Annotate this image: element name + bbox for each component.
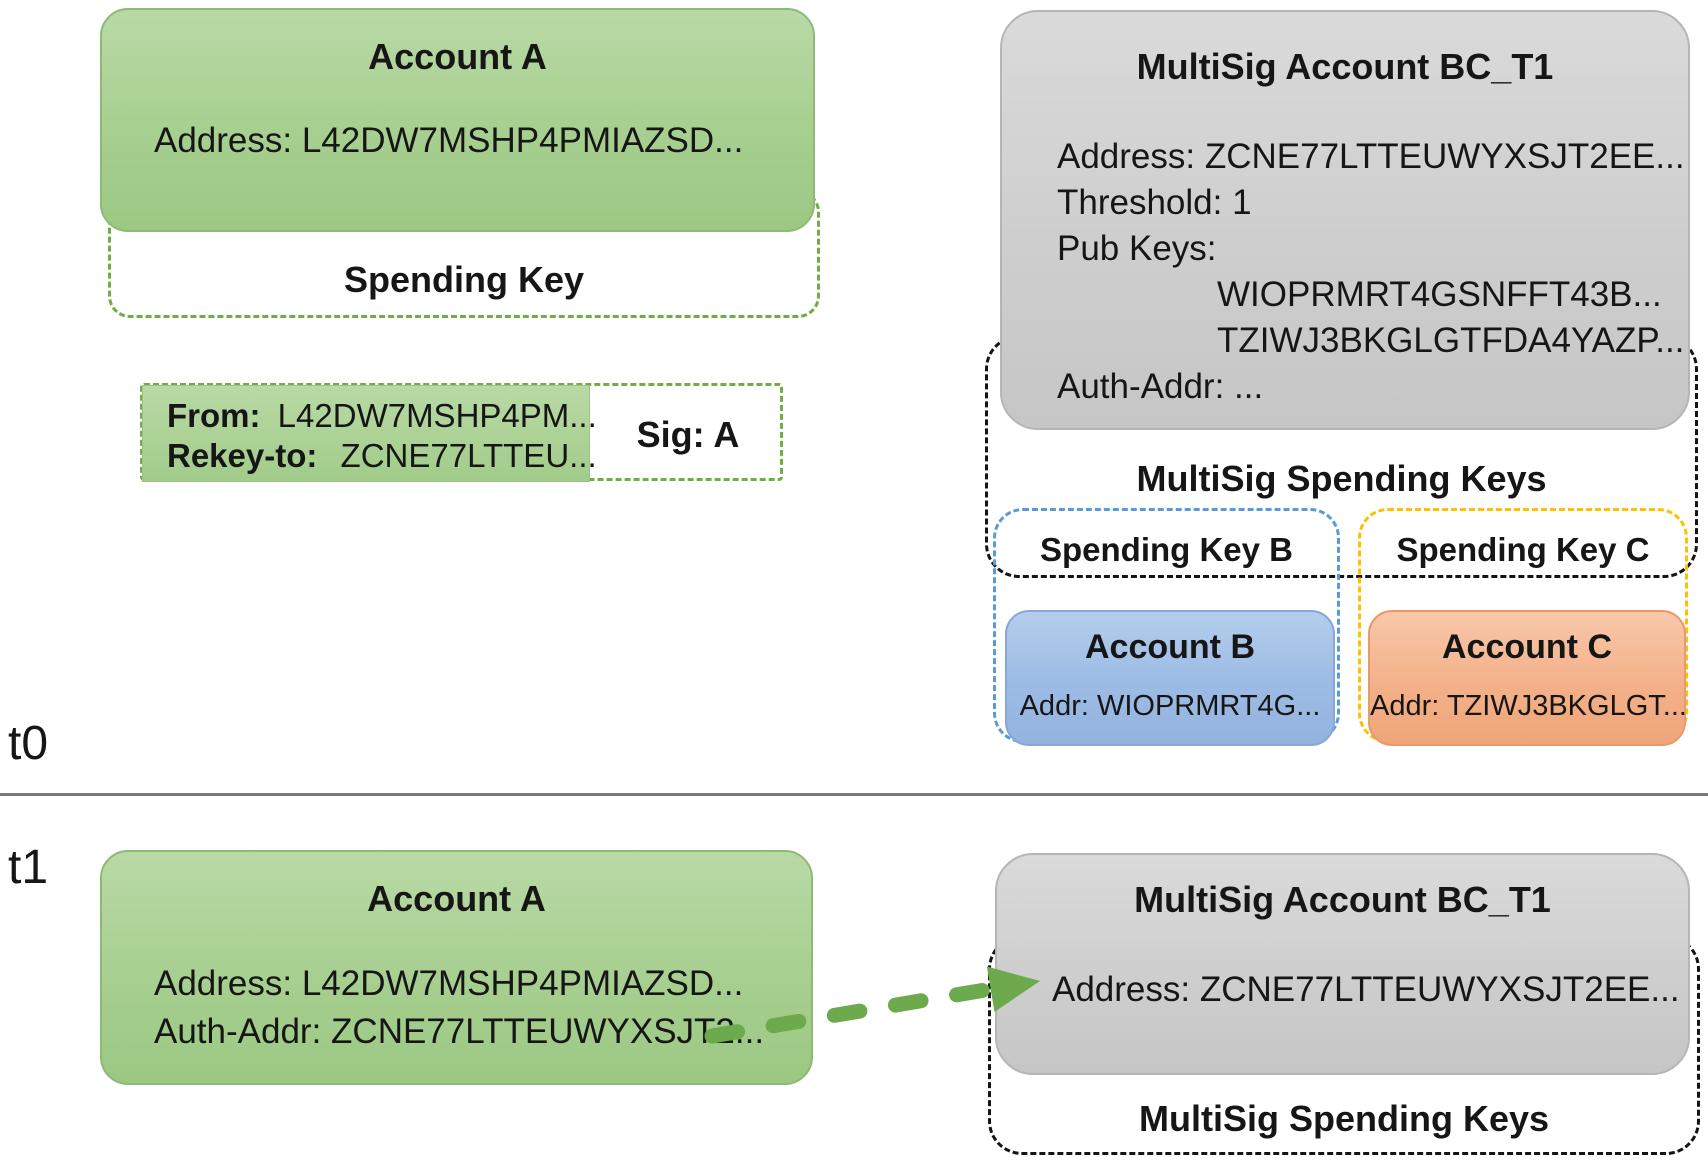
multisig-pubkey-2: TZIWJ3BKGLGTFDA4YAZP... xyxy=(1217,321,1685,360)
multisig-pubkeys-label: Pub Keys: xyxy=(1057,229,1217,268)
multisig-spending-keys-label-t1: MultiSig Spending Keys xyxy=(1138,1098,1550,1139)
t0-label: t0 xyxy=(8,717,49,770)
rekey-from-value: L42DW7MSHP4PM... xyxy=(277,397,597,434)
multisig-address-t1: Address: ZCNE77LTTEUWYXSJT2EE... xyxy=(1052,970,1680,1009)
account-a-auth-addr-t1: Auth-Addr: ZCNE77LTTEUWYXSJT2... xyxy=(154,1012,765,1051)
multisig-account-box-t0: MultiSig Account BC_T1 Address: ZCNE77LT… xyxy=(1000,10,1690,430)
rekey-from-label: From: xyxy=(167,397,261,434)
account-a-box-t0: Account A Address: L42DW7MSHP4PMIAZSD... xyxy=(100,8,815,232)
rekey-from-line: From: L42DW7MSHP4PM... xyxy=(167,396,597,436)
account-a-box-t1: Account A Address: L42DW7MSHP4PMIAZSD...… xyxy=(100,850,813,1085)
multisig-threshold: Threshold: 1 xyxy=(1057,183,1252,222)
spending-key-c-label: Spending Key C xyxy=(1396,531,1650,568)
multisig-account-box-t1: MultiSig Account BC_T1 Address: ZCNE77LT… xyxy=(995,853,1690,1075)
multisig-title-t0: MultiSig Account BC_T1 xyxy=(1136,46,1554,87)
account-a-title-t0: Account A xyxy=(368,36,547,77)
t1-label: t1 xyxy=(8,841,49,894)
account-b-box: Account B Addr: WIOPRMRT4G... xyxy=(1005,610,1335,746)
rekey-transaction-group: From: L42DW7MSHP4PM... Rekey-to: ZCNE77L… xyxy=(140,383,783,482)
account-b-addr: Addr: WIOPRMRT4G... xyxy=(1019,690,1321,722)
account-a-details-t1: Address: L42DW7MSHP4PMIAZSD... Auth-Addr… xyxy=(154,960,764,1056)
multisig-address-t0: Address: ZCNE77LTTEUWYXSJT2EE... xyxy=(1057,137,1685,176)
account-c-box: Account C Addr: TZIWJ3BKGLGT... xyxy=(1368,610,1687,746)
spending-key-b-label: Spending Key B xyxy=(1039,531,1294,568)
rekey-to-label: Rekey-to: xyxy=(167,437,318,474)
rekey-transaction-box: From: L42DW7MSHP4PM... Rekey-to: ZCNE77L… xyxy=(142,385,597,482)
spending-key-c-dashed-box: Spending Key C xyxy=(1358,508,1688,743)
rekey-to-value: ZCNE77LTTEU... xyxy=(340,437,597,474)
multisig-title-t1: MultiSig Account BC_T1 xyxy=(1134,879,1551,920)
account-a-address-t0: Address: L42DW7MSHP4PMIAZSD... xyxy=(154,121,744,160)
account-a-title-t1: Account A xyxy=(367,878,546,919)
multisig-auth-addr-t0: Auth-Addr: ... xyxy=(1057,367,1264,406)
account-b-title: Account B xyxy=(1085,628,1255,666)
timeline-divider xyxy=(0,793,1708,796)
multisig-pubkey-1: WIOPRMRT4GSNFFT43B... xyxy=(1217,275,1662,314)
rekey-sig-label: Sig: A xyxy=(636,414,740,455)
account-c-title: Account C xyxy=(1442,628,1612,666)
multisig-details-t0: Address: ZCNE77LTTEUWYXSJT2EE... Thresho… xyxy=(1057,134,1685,410)
account-c-addr: Addr: TZIWJ3BKGLGT... xyxy=(1370,690,1687,722)
rekey-to-line: Rekey-to: ZCNE77LTTEU... xyxy=(167,436,597,476)
multisig-spending-keys-label-t0: MultiSig Spending Keys xyxy=(1136,458,1547,499)
spending-key-a-label: Spending Key xyxy=(343,259,585,300)
account-a-address-t1: Address: L42DW7MSHP4PMIAZSD... xyxy=(154,964,744,1003)
